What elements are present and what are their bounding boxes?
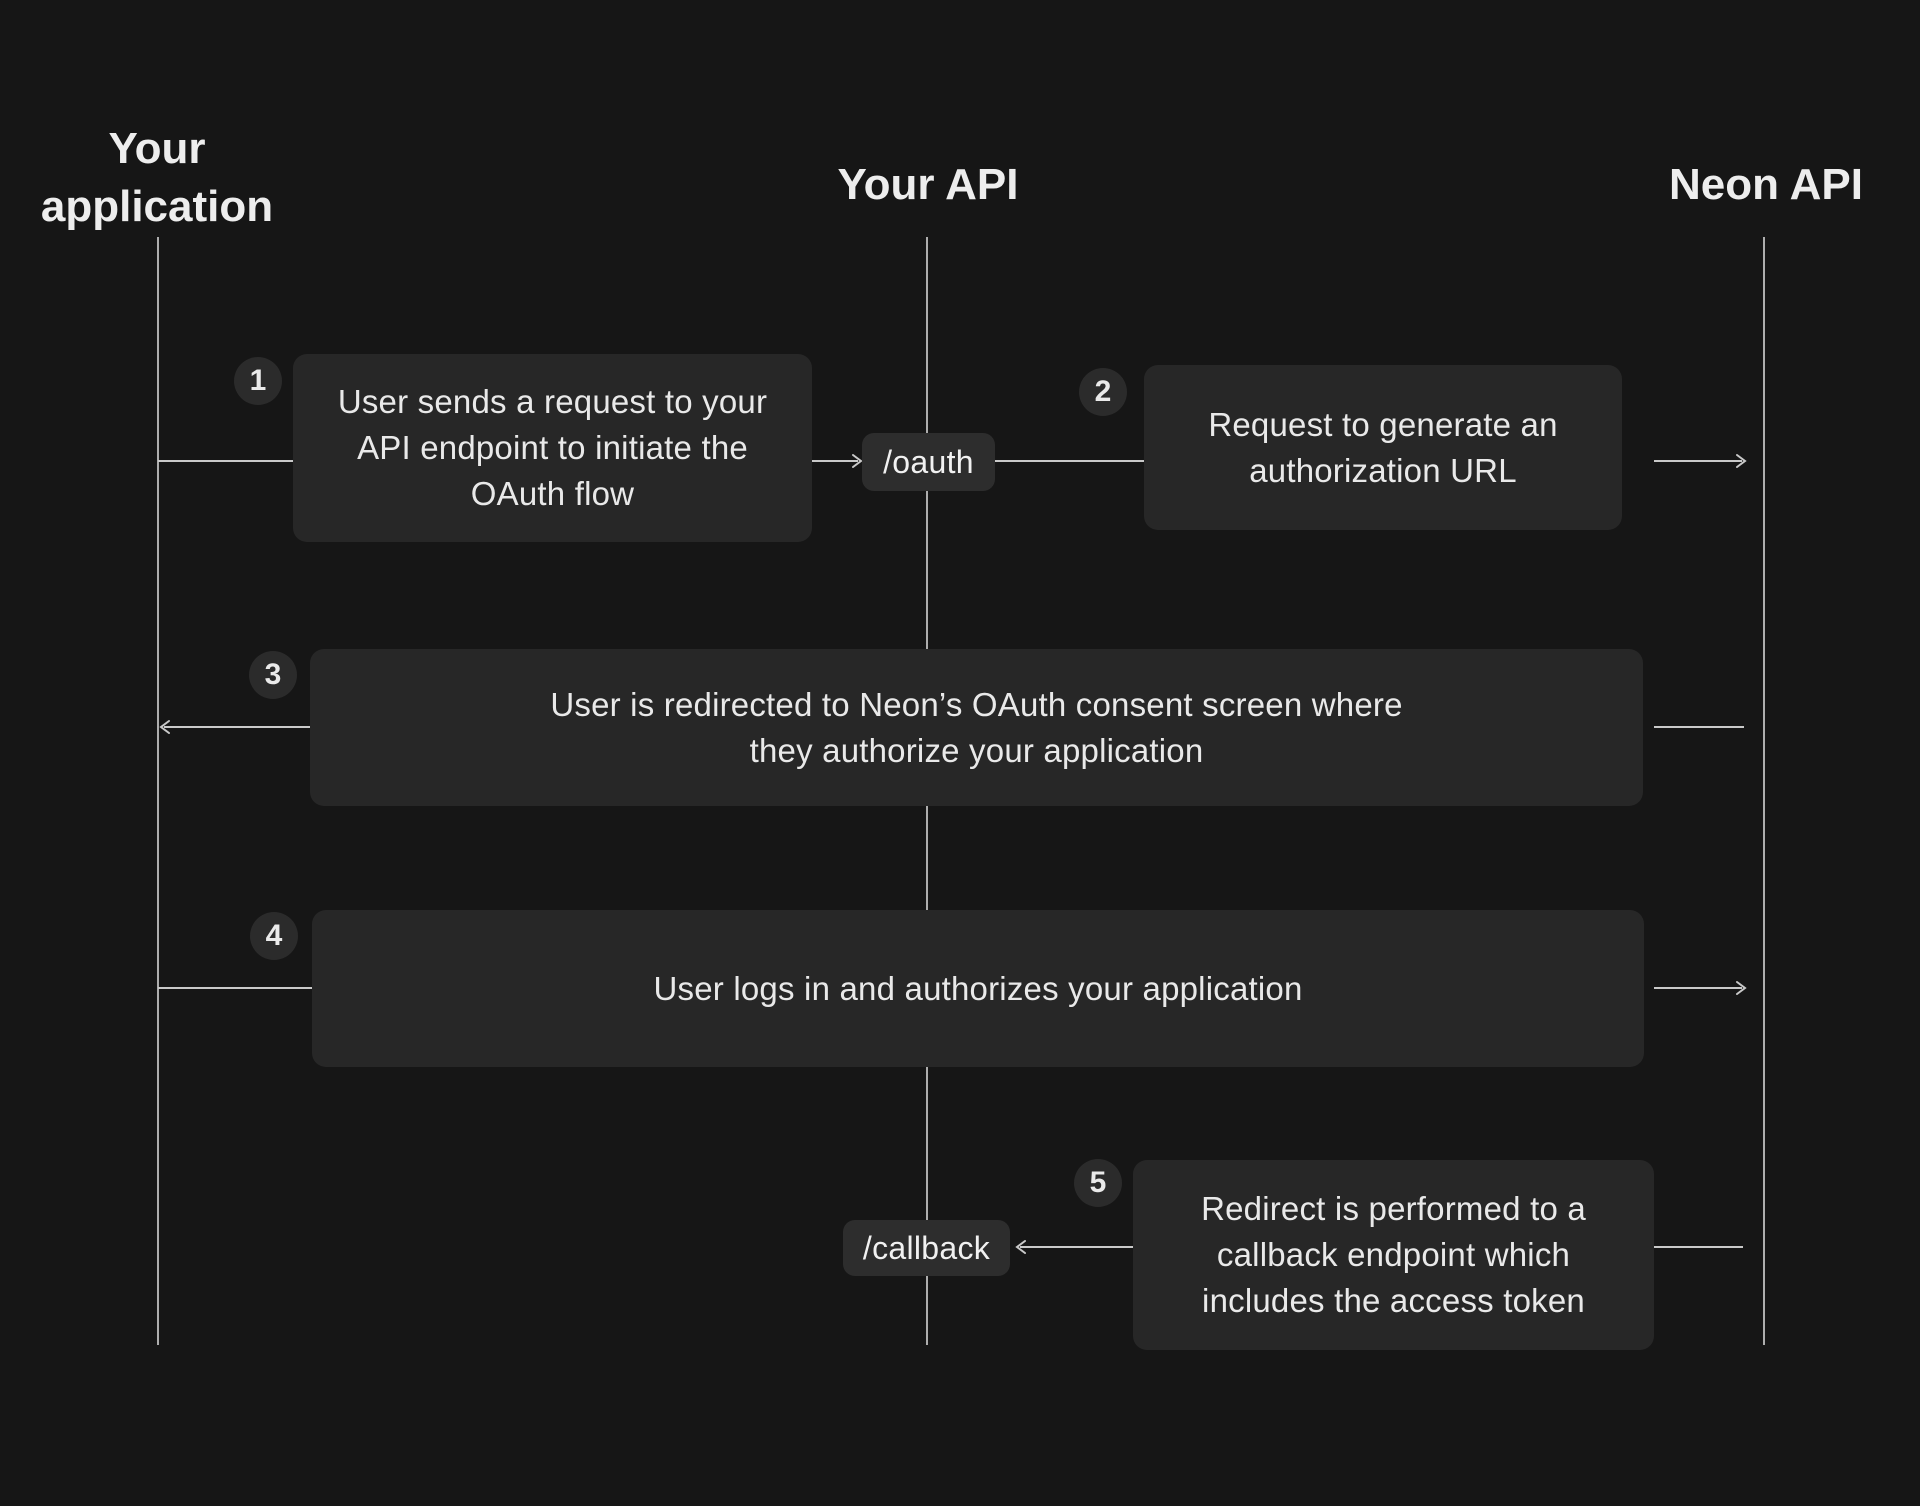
- step-badge-3: 3: [249, 651, 297, 699]
- lane-header-your-api: Your API: [837, 160, 1019, 209]
- endpoint-pill-oauth: /oauth: [862, 433, 995, 491]
- message-line-step5-to-callback: [1020, 1246, 1133, 1248]
- step-number: 3: [264, 658, 282, 691]
- endpoint-label: /callback: [862, 1229, 991, 1266]
- step-box-2: Request to generate an authorization URL: [1144, 365, 1622, 530]
- lane-header-neon-api: Neon API: [1669, 160, 1863, 209]
- message-line-oauth-to-step2: [995, 460, 1144, 462]
- lifeline-neon-api: [1763, 237, 1765, 1345]
- message-line-step1-left: [158, 460, 293, 462]
- message-line-step1-to-oauth: [812, 460, 858, 462]
- step-number: 4: [265, 919, 283, 952]
- step-box-3: User is redirected to Neon’s OAuth conse…: [310, 649, 1643, 806]
- step-text: User is redirected to Neon’s OAuth conse…: [550, 685, 1403, 769]
- step-badge-4: 4: [250, 912, 298, 960]
- step-box-5: Redirect is performed to a callback endp…: [1133, 1160, 1654, 1350]
- lifeline-your-application: [157, 237, 159, 1345]
- endpoint-pill-callback: /callback: [843, 1220, 1010, 1276]
- step-box-4: User logs in and authorizes your applica…: [312, 910, 1644, 1067]
- step-text: User logs in and authorizes your applica…: [653, 969, 1303, 1007]
- message-line-step2-to-neon: [1654, 460, 1742, 462]
- step-text: Redirect is performed to a callback endp…: [1201, 1190, 1586, 1319]
- step-text: Request to generate an authorization URL: [1208, 405, 1558, 489]
- arrowhead-right-icon: [1736, 454, 1747, 468]
- step-number: 2: [1094, 375, 1112, 408]
- step-text: User sends a request to your API endpoin…: [337, 383, 768, 512]
- step-box-1: User sends a request to your API endpoin…: [293, 354, 812, 542]
- step-number: 5: [1089, 1166, 1107, 1199]
- lane-header-your-application: Your application: [40, 124, 274, 231]
- step-badge-1: 1: [234, 357, 282, 405]
- message-line-step5-right: [1654, 1246, 1743, 1248]
- message-line-step3-right: [1654, 726, 1744, 728]
- arrowhead-left-icon: [1015, 1240, 1026, 1254]
- step-badge-5: 5: [1074, 1159, 1122, 1207]
- message-line-step3-left: [164, 726, 310, 728]
- endpoint-label: /oauth: [883, 443, 974, 480]
- step-badge-2: 2: [1079, 368, 1127, 416]
- message-line-step4-left: [158, 987, 312, 989]
- step-number: 1: [249, 364, 267, 397]
- arrowhead-left-icon: [159, 720, 170, 734]
- message-line-step4-to-neon: [1654, 987, 1742, 989]
- arrowhead-right-icon: [852, 454, 863, 468]
- arrowhead-right-icon: [1736, 981, 1747, 995]
